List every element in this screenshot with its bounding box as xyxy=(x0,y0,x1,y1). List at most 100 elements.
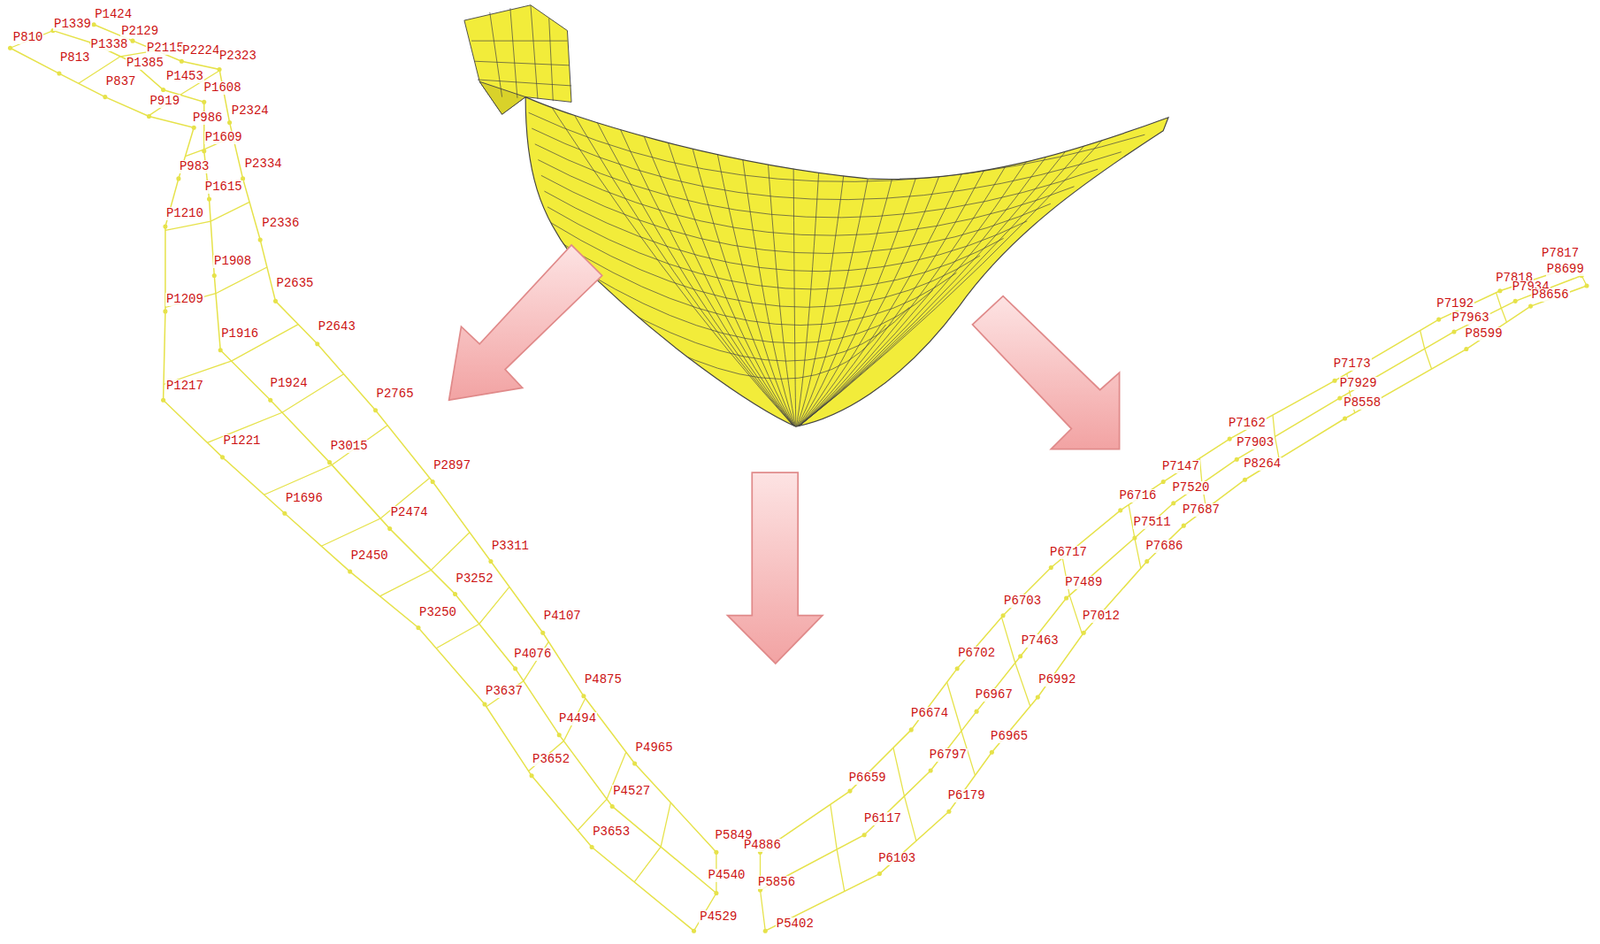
mesh-node xyxy=(91,22,97,27)
node-label: P5856 xyxy=(757,875,797,889)
mesh-node xyxy=(1242,477,1248,483)
node-label: P7686 xyxy=(1144,539,1184,553)
mesh-line xyxy=(528,697,586,771)
block-arrow xyxy=(972,296,1119,450)
mesh-node xyxy=(179,59,184,64)
mesh-line xyxy=(264,425,389,495)
mesh-node xyxy=(1048,565,1054,570)
node-label: P2115 xyxy=(145,41,185,55)
node-label: P4527 xyxy=(612,784,651,798)
mesh-line xyxy=(165,267,268,308)
node-label: P7147 xyxy=(1161,459,1201,474)
node-label: P6179 xyxy=(947,788,987,803)
node-label: P2224 xyxy=(181,44,221,58)
mesh-node xyxy=(430,479,436,484)
node-label: P6965 xyxy=(989,729,1029,743)
node-label: P2450 xyxy=(350,549,390,563)
mesh-line xyxy=(1128,505,1141,569)
node-label: P1924 xyxy=(269,376,309,391)
node-label: P2129 xyxy=(120,24,160,39)
arrows xyxy=(449,244,1120,664)
node-label: P986 xyxy=(191,111,224,125)
node-label: P3250 xyxy=(418,605,458,620)
mesh-node xyxy=(146,114,152,119)
mesh-line xyxy=(1062,558,1082,636)
mesh-node xyxy=(763,928,768,934)
node-label: P3652 xyxy=(531,752,571,766)
mesh-node xyxy=(557,732,562,737)
mesh-node xyxy=(862,832,867,837)
mesh-node xyxy=(1161,479,1166,484)
node-label: P1221 xyxy=(222,434,262,448)
mesh-node xyxy=(160,398,166,403)
mesh-node xyxy=(1081,630,1087,636)
node-label: P4529 xyxy=(698,910,738,924)
mesh-node xyxy=(1337,395,1342,400)
mesh-node xyxy=(206,196,212,201)
node-label: P6716 xyxy=(1117,489,1157,503)
mesh-node xyxy=(713,890,719,896)
node-label: P983 xyxy=(178,160,211,174)
mesh-node xyxy=(1171,500,1176,506)
node-label: P1608 xyxy=(203,81,243,95)
node-label: P813 xyxy=(59,51,92,65)
mesh-node xyxy=(632,760,637,766)
node-label: P4076 xyxy=(512,647,552,661)
node-label: P7817 xyxy=(1540,246,1580,261)
node-label: P2765 xyxy=(375,387,415,401)
mesh-node xyxy=(1497,288,1502,293)
mesh-line xyxy=(893,747,917,841)
mesh-node xyxy=(1018,653,1023,659)
node-label: P3015 xyxy=(329,439,369,453)
mesh-node xyxy=(877,871,882,876)
node-label: P4886 xyxy=(742,838,782,852)
mesh-node xyxy=(212,273,217,278)
mesh-node xyxy=(974,709,980,714)
mesh-node xyxy=(1436,317,1441,322)
mesh-line xyxy=(53,30,717,894)
node-label: P837 xyxy=(105,75,138,89)
mesh-line xyxy=(165,201,250,230)
section-mesh xyxy=(7,22,1590,934)
node-label: P1916 xyxy=(220,327,260,341)
node-label: P6103 xyxy=(877,851,917,866)
mesh-node xyxy=(415,625,421,630)
mesh-node xyxy=(217,67,223,72)
node-label: P6117 xyxy=(863,811,903,826)
mesh-node xyxy=(56,71,62,77)
mesh-node xyxy=(581,693,586,698)
mesh-node xyxy=(347,569,353,575)
mesh-line xyxy=(760,275,1583,890)
mesh-node xyxy=(218,347,223,353)
mesh-line xyxy=(93,24,717,853)
node-label: P6797 xyxy=(928,748,968,762)
mesh-node xyxy=(955,666,960,671)
mesh-node xyxy=(482,702,487,707)
mesh-node xyxy=(162,308,168,314)
mesh-line xyxy=(1420,330,1432,370)
mesh-node xyxy=(201,99,207,105)
node-label: P1696 xyxy=(284,491,324,506)
mesh-node xyxy=(130,38,135,44)
mesh-node xyxy=(258,237,263,243)
mesh-node xyxy=(1132,535,1137,540)
mesh-line xyxy=(163,324,299,385)
mesh-node xyxy=(1528,304,1533,309)
mesh-node xyxy=(529,773,535,778)
mesh-node xyxy=(1001,612,1006,618)
node-label: P2635 xyxy=(275,276,314,291)
node-label: P6702 xyxy=(956,646,996,660)
node-label: P2334 xyxy=(244,157,284,171)
mesh-node xyxy=(1584,283,1589,288)
node-label: P7903 xyxy=(1235,436,1275,450)
node-label: P1339 xyxy=(53,17,92,31)
mesh-node xyxy=(7,45,13,51)
mesh-node xyxy=(610,803,615,809)
node-label: P919 xyxy=(148,94,181,108)
mesh-node xyxy=(227,120,232,125)
mesh-line xyxy=(1496,292,1508,322)
mesh-node xyxy=(1181,523,1187,529)
mesh-node xyxy=(160,87,166,92)
node-label: P1217 xyxy=(165,379,205,393)
node-label: P2323 xyxy=(218,49,258,63)
